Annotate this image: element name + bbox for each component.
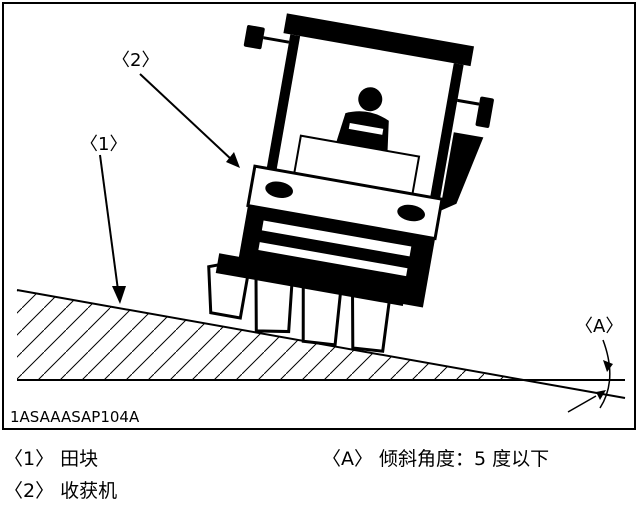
figure-code: 1ASAAASAP104A: [10, 408, 140, 426]
legend-item-angle: 〈A〉 倾斜角度：5 度以下: [322, 448, 550, 470]
figure-frame: [2, 2, 636, 430]
legend-item-field: 〈1〉 田块: [4, 448, 99, 470]
callout-field: 〈1〉: [80, 134, 127, 155]
leader-harvester: [139, 73, 240, 168]
leader-field: [99, 154, 126, 304]
legend-item-harvester: 〈2〉 收获机: [4, 480, 118, 502]
callout-angle: 〈A〉: [575, 316, 623, 337]
harvester-illustration: [207, 13, 494, 353]
callout-harvester: 〈2〉: [112, 50, 159, 71]
angle-indicator: [567, 339, 613, 413]
